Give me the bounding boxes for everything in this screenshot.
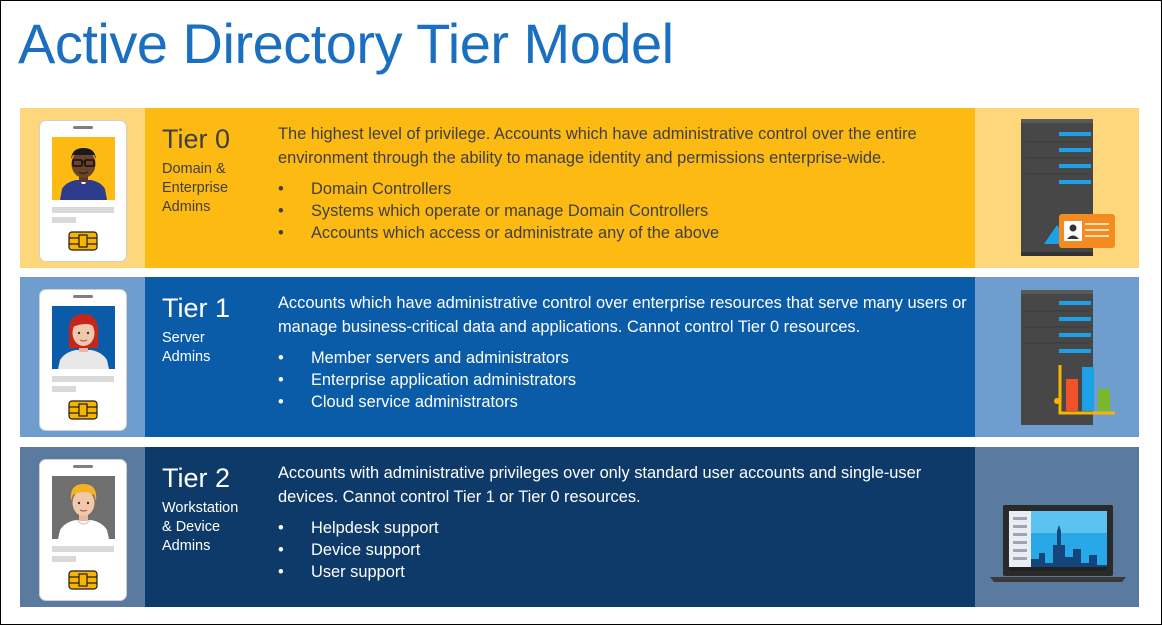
tier-name: Tier 2 [162,463,231,493]
tier-subtitle: Server Admins [162,329,272,367]
bullet-glyph: • [278,371,284,389]
tier-subtitle-line: Workstation [162,500,239,516]
tier-subtitle-line: Server [162,330,205,346]
tier-subtitle-line: Admins [162,349,211,365]
tier-2-main-panel: Tier 2 Workstation & Device Admins Accou… [145,447,975,607]
tier-subtitle: Domain & Enterprise Admins [162,160,272,217]
tier-0-row: Tier 0 Domain & Enterprise Admins The hi… [20,108,1139,268]
tier-2-row: Tier 2 Workstation & Device Admins Accou… [20,447,1139,607]
badge-text-line [52,217,76,223]
page-title: Active Directory Tier Model [18,12,674,75]
smart-card-chip-icon [67,570,99,590]
tier-subtitle-line: Admins [162,538,211,554]
bullet-glyph: • [278,393,284,411]
id-badge [39,120,127,262]
bullet-glyph: • [278,563,284,581]
tier-bullet-list: • Domain Controllers • Systems which opera… [278,178,719,244]
smart-card-chip-icon [67,231,99,251]
badge-slot [73,126,93,129]
badge-text-line [52,376,114,382]
bullet-glyph: • [278,180,284,198]
list-item-text: Member servers and administrators [311,349,569,367]
list-item-text: Cloud service administrators [311,393,518,411]
tier-0-badge-panel [20,108,145,268]
badge-slot [73,295,93,298]
bullet-glyph: • [278,202,284,220]
tier-0-main-panel: Tier 0 Domain & Enterprise Admins The hi… [145,108,975,268]
id-badge [39,459,127,601]
list-item-text: Systems which operate or manage Domain C… [311,202,709,220]
tier-bullet-list: • Helpdesk support • Device support • User … [278,517,439,583]
server-tower-with-id-card-icon [975,108,1139,268]
tier-description: Accounts which have administrative contr… [278,294,967,336]
tier-description: Accounts with administrative privileges … [278,464,922,506]
blonde-person-avatar-icon [52,476,115,539]
tier-name: Tier 1 [162,293,231,323]
man-with-glasses-avatar-icon [52,137,115,200]
list-item: • Cloud service administrators [278,391,576,413]
tier-1-main-panel: Tier 1 Server Admins Accounts which have… [145,277,975,437]
tier-description: The highest level of privilege. Accounts… [278,125,917,167]
bullet-glyph: • [278,541,284,559]
list-item-text: Device support [311,541,421,559]
list-item: • Member servers and administrators [278,347,576,369]
badge-text-line [52,556,76,562]
tier-name: Tier 0 [162,124,231,154]
list-item: • Device support [278,539,439,561]
list-item-text: Enterprise application administrators [311,371,577,389]
bullet-glyph: • [278,349,284,367]
red-haired-woman-avatar-icon [52,306,115,369]
list-item: • User support [278,561,439,583]
badge-text-line [52,546,114,552]
list-item-text: Helpdesk support [311,519,439,537]
id-badge [39,289,127,431]
list-item: • Enterprise application administrators [278,369,576,391]
list-item: • Domain Controllers [278,178,719,200]
list-item: • Accounts which access or administrate a… [278,222,719,244]
server-tower-with-bar-chart-icon [975,277,1139,437]
list-item: • Systems which operate or manage Domain … [278,200,719,222]
tier-1-row: Tier 1 Server Admins Accounts which have… [20,277,1139,437]
list-item: • Helpdesk support [278,517,439,539]
list-item-text: User support [311,563,405,581]
tier-subtitle-line: Domain & [162,161,226,177]
list-item-text: Domain Controllers [311,180,452,198]
smart-card-chip-icon [67,400,99,420]
list-item-text: Accounts which access or administrate an… [311,224,720,242]
tier-1-badge-panel [20,277,145,437]
tier-subtitle-line: & Device [162,519,221,535]
tier-bullet-list: • Member servers and administrators • Ente… [278,347,576,413]
tier-subtitle: Workstation & Device Admins [162,499,272,556]
bullet-glyph: • [278,224,284,242]
tier-2-badge-panel [20,447,145,607]
bullet-glyph: • [278,519,284,537]
tier-subtitle-line: Admins [162,199,211,215]
tier-subtitle-line: Enterprise [162,180,229,196]
badge-text-line [52,207,114,213]
badge-text-line [52,386,76,392]
badge-slot [73,465,93,468]
laptop-with-city-skyline-icon [975,447,1139,607]
